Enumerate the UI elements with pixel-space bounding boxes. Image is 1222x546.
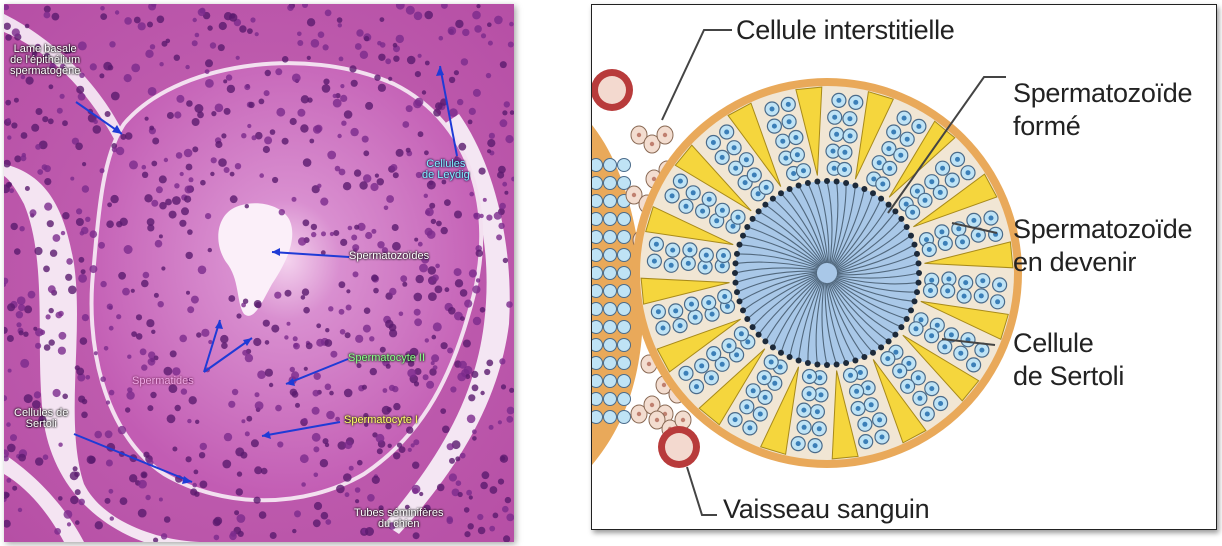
label-seminiferous-tubes: Tubes séminifères du chien bbox=[354, 508, 443, 530]
histology-micrograph: Lame basale de l'épithélium spermatogène… bbox=[4, 4, 514, 542]
blood-vessel-bottom bbox=[658, 426, 700, 468]
label-spermatozoa: Spermatozoïdes bbox=[349, 251, 429, 262]
label-sertoli-cell: Cellule de Sertoli bbox=[1013, 327, 1124, 393]
blood-vessel-top bbox=[592, 69, 633, 111]
label-blood-vessel: Vaisseau sanguin bbox=[723, 493, 929, 526]
label-formed-spermatozoon: Spermatozoïde formé bbox=[1013, 77, 1192, 143]
label-interstitial-cell: Cellule interstitielle bbox=[736, 14, 955, 47]
label-developing-spermatozoon: Spermatozoïde en devenir bbox=[1013, 213, 1192, 279]
label-sertoli-cells: Cellules de Sertoli bbox=[14, 408, 68, 430]
label-basal-lamina: Lame basale de l'épithélium spermatogène bbox=[10, 44, 80, 77]
label-spermatocyte-2: Spermatocyte II bbox=[348, 353, 425, 364]
histology-image bbox=[4, 4, 514, 542]
label-leydig-cells: Cellules de Leydig bbox=[422, 159, 470, 181]
label-spermatocyte-1: Spermatocyte I bbox=[344, 415, 418, 426]
label-spermatids: Spermatides bbox=[132, 376, 194, 387]
tubule-schematic: Cellule interstitielle Spermatozoïde for… bbox=[591, 4, 1217, 530]
